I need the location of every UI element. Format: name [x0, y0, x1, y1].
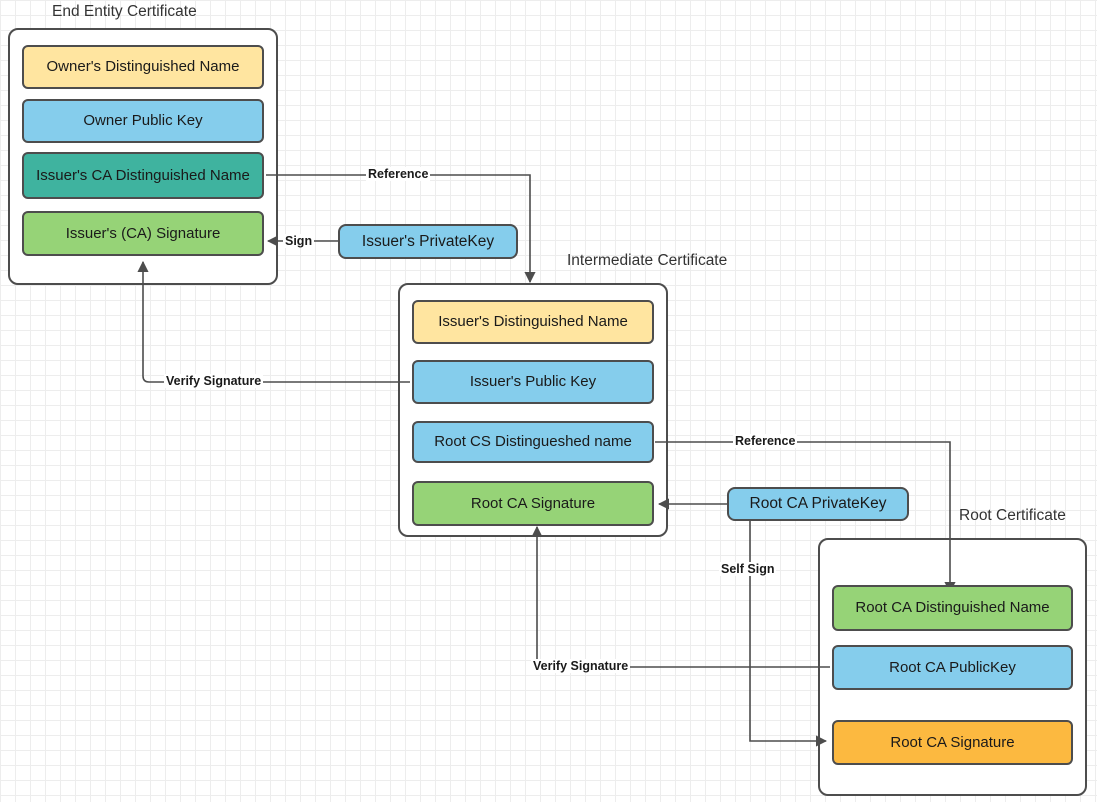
root-field-distinguished-name[interactable]: Root CA Distinguished Name: [832, 585, 1073, 631]
intermediate-field-root-cs-dn[interactable]: Root CS Distingueshed name: [412, 421, 654, 463]
root-title: Root Certificate: [959, 507, 1066, 524]
edge-label-reference-bottom: Reference: [733, 434, 798, 448]
end-entity-title: End Entity Certificate: [52, 3, 197, 20]
intermediate-field-issuer-public-key[interactable]: Issuer's Public Key: [412, 360, 654, 404]
root-field-public-key[interactable]: Root CA PublicKey: [832, 645, 1073, 690]
edge-label-verify-top: Verify Signature: [164, 374, 264, 388]
edge-label-sign-top: Sign: [283, 234, 315, 248]
edge-label-reference-top: Reference: [366, 167, 431, 181]
end-entity-field-owner-dn[interactable]: Owner's Distinguished Name: [22, 45, 264, 89]
issuer-private-key-box[interactable]: Issuer's PrivateKey: [338, 224, 518, 259]
end-entity-field-owner-public-key[interactable]: Owner Public Key: [22, 99, 264, 143]
root-private-key-box[interactable]: Root CA PrivateKey: [727, 487, 909, 521]
edge-label-verify-bottom: Verify Signature: [531, 659, 631, 673]
intermediate-title: Intermediate Certificate: [567, 252, 728, 269]
intermediate-field-issuer-dn[interactable]: Issuer's Distinguished Name: [412, 300, 654, 344]
edge-label-self-sign: Self Sign: [719, 562, 777, 576]
end-entity-field-issuer-ca-dn[interactable]: Issuer's CA Distinguished Name: [22, 152, 264, 199]
root-field-signature[interactable]: Root CA Signature: [832, 720, 1073, 765]
intermediate-field-root-ca-signature[interactable]: Root CA Signature: [412, 481, 654, 526]
end-entity-field-issuer-signature[interactable]: Issuer's (CA) Signature: [22, 211, 264, 256]
edge-self-sign: [749, 520, 828, 747]
edge-verify-bottom: [531, 525, 830, 668]
